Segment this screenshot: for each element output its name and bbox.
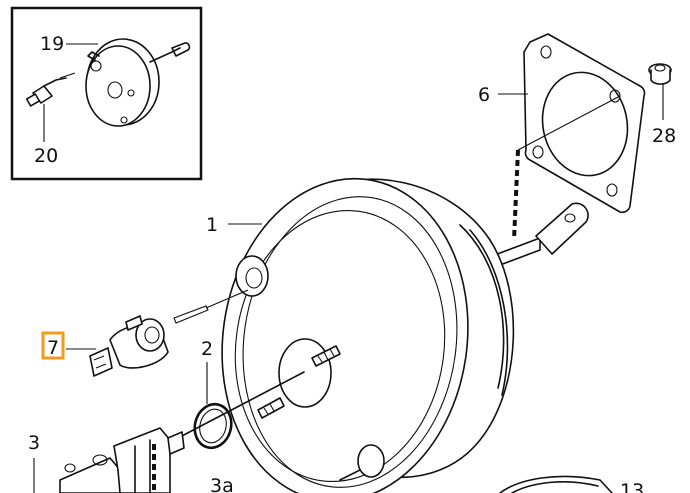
pushrod [485, 95, 621, 269]
alignment-dashed-line [512, 149, 520, 241]
alignment-line [517, 95, 621, 151]
brake-booster [177, 177, 515, 493]
callout-28: 28 [652, 125, 676, 147]
inset-booster-drawing [85, 38, 191, 127]
gasket-plate [523, 33, 646, 214]
callout-6: 6 [478, 84, 490, 106]
callout-1: 1 [206, 214, 218, 236]
nut-28 [648, 63, 672, 85]
callout-3a: 3a [210, 475, 234, 493]
callout-20: 20 [34, 145, 58, 167]
callout-13: 13 [620, 480, 644, 493]
callout-7-highlight-box [41, 331, 65, 360]
callout-7[interactable]: 7 [47, 337, 59, 359]
part-13 [499, 475, 613, 493]
callout-19: 19 [40, 33, 64, 55]
master-cylinder [59, 427, 185, 493]
callout-2: 2 [201, 338, 213, 360]
inset-detail: 19 20 [10, 6, 203, 181]
o-ring [193, 402, 233, 450]
vacuum-sensor [89, 289, 249, 377]
callout-3: 3 [28, 432, 40, 454]
inset-sensor-drawing [25, 72, 76, 107]
